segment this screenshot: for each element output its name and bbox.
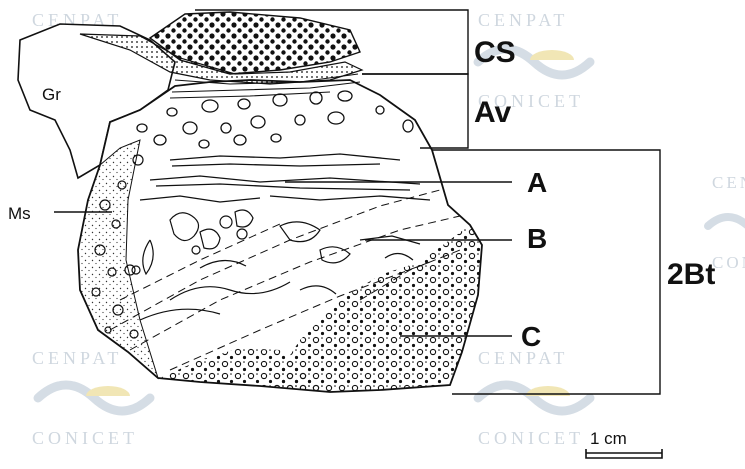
- watermark-cenpat-text: CENPAT: [478, 10, 568, 30]
- label-a: A: [527, 167, 547, 198]
- label-av: Av: [474, 96, 512, 129]
- watermark-conicet-text: CONICET: [32, 428, 138, 448]
- watermark-conicet-text: CONICET: [478, 428, 584, 448]
- label-b: B: [527, 223, 547, 254]
- watermark-bottomleft: CENPAT CONICET: [32, 348, 150, 448]
- watermark-cenpat-text: CENPAT: [32, 348, 122, 368]
- scale-bar-label: 1 cm: [590, 429, 627, 448]
- label-2bt: 2Bt: [667, 258, 715, 291]
- watermark-bottomright: CENPAT CONICET: [478, 348, 590, 448]
- label-gr: Gr: [42, 85, 61, 104]
- scale-bar: 1 cm: [586, 429, 662, 458]
- watermark-conicet-text: CONICET: [712, 253, 745, 272]
- label-cs: CS: [474, 36, 516, 69]
- watermark-cenpat-text: CENPAT: [712, 173, 745, 192]
- label-c: C: [521, 321, 541, 352]
- label-ms: Ms: [8, 204, 31, 223]
